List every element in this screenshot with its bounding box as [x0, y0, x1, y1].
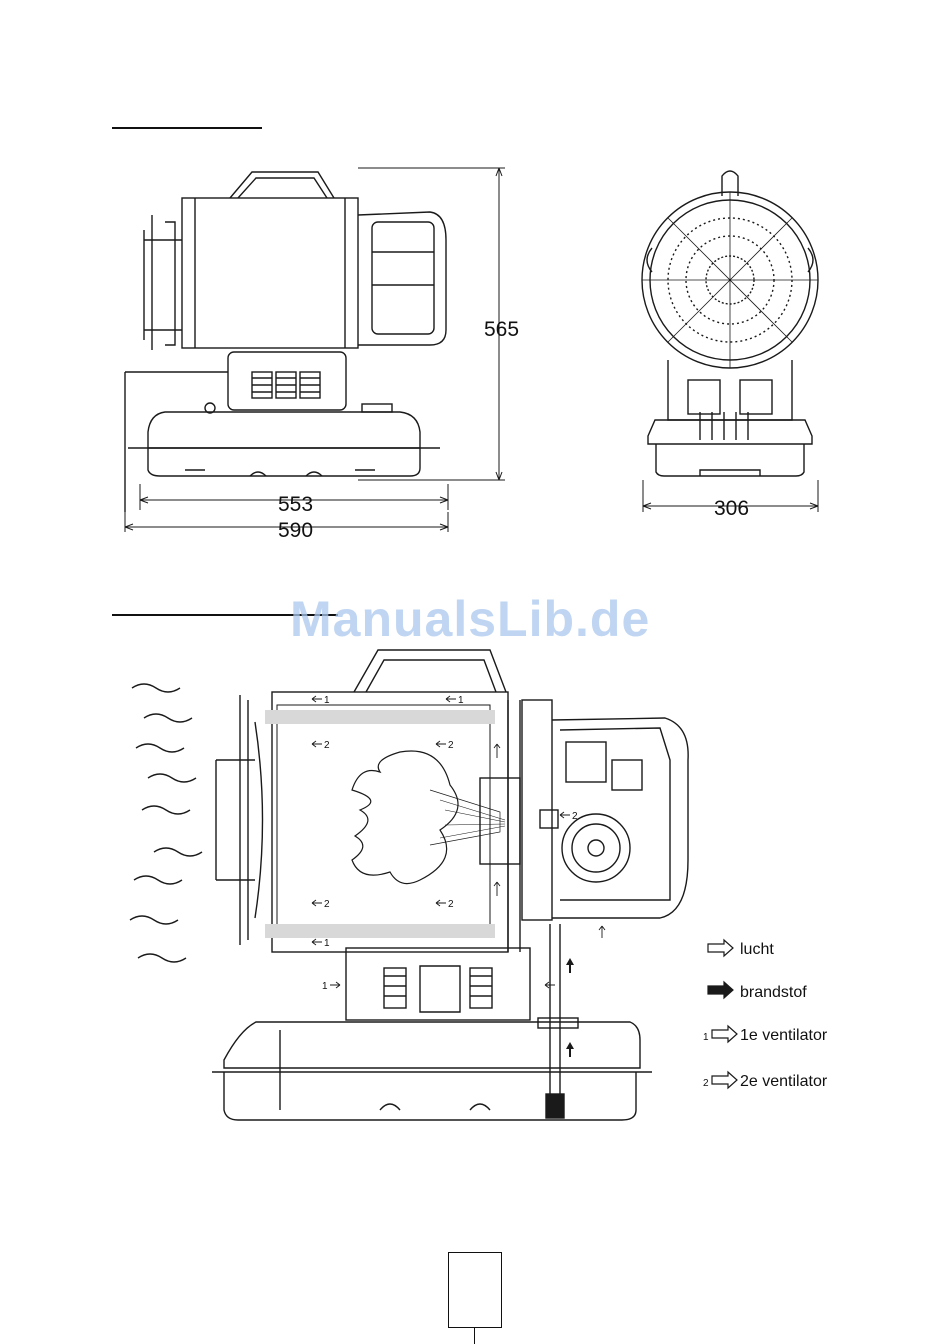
flow-label-2e: 2	[572, 811, 578, 822]
inner-width-dimension-label: 553	[278, 493, 313, 516]
fan2-arrow-icon	[712, 1072, 737, 1088]
flow-label-2c: 2	[324, 899, 330, 910]
flow-label-1d: 1	[322, 981, 328, 992]
depth-dimension-label: 306	[714, 497, 749, 520]
side-view-drawing	[125, 172, 446, 512]
outer-width-dimension-label: 590	[278, 519, 313, 542]
fan1-arrow-icon	[712, 1026, 737, 1042]
page-number-tail	[474, 1328, 475, 1344]
height-dimension-label: 565	[484, 318, 519, 341]
legend-air: lucht	[740, 941, 774, 958]
flow-arrows	[312, 696, 605, 988]
air-arrow-icon	[708, 940, 733, 956]
watermark: ManualsLib.de	[290, 590, 650, 648]
legend-fan1: 1e ventilator	[740, 1027, 828, 1044]
front-view-drawing	[642, 171, 818, 476]
legend-fan2: 2e ventilator	[740, 1073, 828, 1090]
flow-label-2a: 2	[324, 740, 330, 751]
legend-fuel: brandstof	[740, 984, 807, 1001]
flow-label-1c: 1	[324, 938, 330, 949]
flow-label-1b: 1	[458, 695, 464, 706]
fuel-flow-arrows	[566, 958, 574, 1057]
legend-fan2-number: 2	[703, 1078, 709, 1089]
legend-fan1-number: 1	[703, 1032, 709, 1043]
cross-section-drawing	[130, 650, 688, 1120]
legend	[708, 940, 737, 1088]
flow-label-2d: 2	[448, 899, 454, 910]
flow-label-1a: 1	[324, 695, 330, 706]
flow-label-2b: 2	[448, 740, 454, 751]
page-number-box	[448, 1252, 502, 1328]
fuel-arrow-icon	[708, 982, 733, 998]
